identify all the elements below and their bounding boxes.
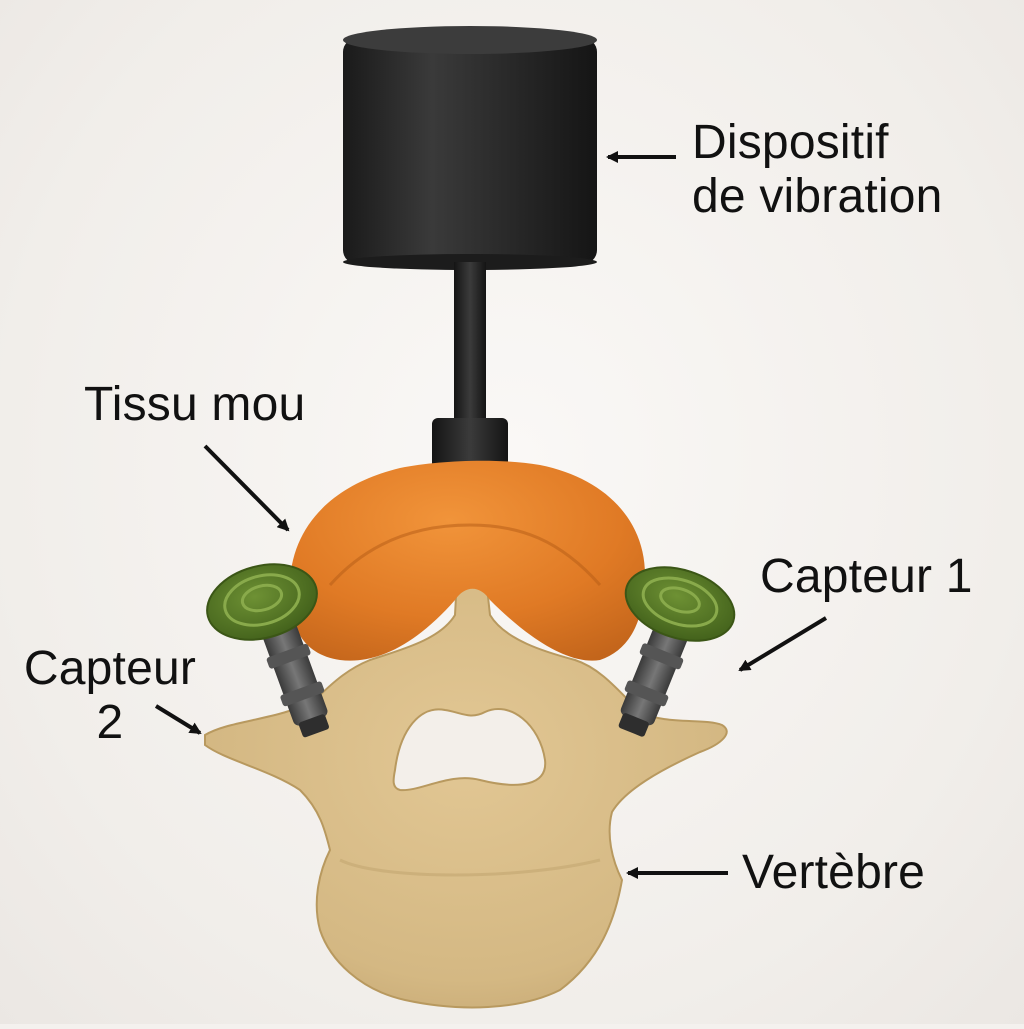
label-sensor-2-line1: Capteur: [23, 642, 197, 695]
label-sensor-1: Capteur 1: [760, 550, 973, 603]
arrow-sensor1: [738, 616, 828, 672]
sensor-1: [618, 566, 736, 737]
label-soft-tissue: Tissu mou: [84, 378, 306, 431]
vibration-device: [343, 26, 597, 470]
sensor-2: [206, 563, 329, 738]
soft-tissue: [289, 460, 645, 661]
label-vibration-line1: Dispositif: [692, 116, 889, 169]
vertebra: [204, 547, 728, 1009]
arrow-sensor2: [154, 704, 202, 735]
label-vibration-line2: de vibration: [692, 170, 943, 223]
arrow-tissue: [203, 444, 290, 532]
label-vibration-device: Dispositif de vibration: [692, 116, 943, 224]
label-sensor-2: Capteur 2: [10, 642, 210, 750]
label-sensor-2-line2: 2: [96, 696, 124, 749]
label-vertebra: Vertèbre: [742, 846, 926, 899]
